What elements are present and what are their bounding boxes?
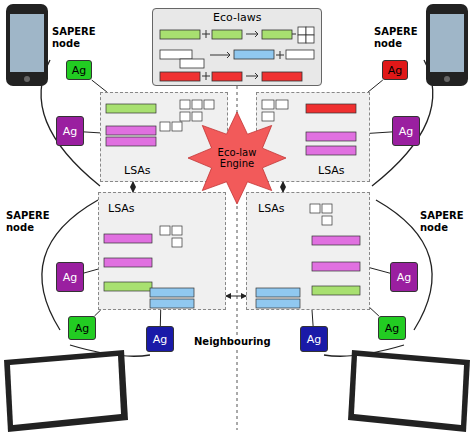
agent-label: Ag (388, 64, 403, 77)
agent-box: Ag (56, 262, 84, 292)
agent-label: Ag (399, 125, 414, 138)
node-title: LSAs (257, 203, 286, 215)
agent-box: Ag (300, 326, 328, 352)
agent-label: Ag (385, 322, 400, 335)
connector (133, 182, 134, 192)
agent-label: Ag (153, 333, 168, 346)
agent-box: Ag (146, 326, 174, 352)
node-title: LSAs (317, 165, 346, 177)
agent-label: Ag (72, 64, 87, 77)
connector (370, 268, 390, 273)
connector (370, 132, 392, 133)
connector (84, 269, 98, 273)
node-group-label: SAPERE node (420, 210, 468, 233)
agent-label: Ag (307, 333, 322, 346)
agent-label: Ag (63, 125, 78, 138)
connector (368, 80, 383, 92)
lsa-space-panel: LSAs (98, 192, 226, 310)
node-group-label: SAPERE node (52, 26, 100, 49)
connector (283, 182, 284, 192)
node-group-label: SAPERE node (374, 26, 422, 49)
agent-box: Ag (390, 262, 418, 292)
agent-box: Ag (56, 116, 84, 146)
node-title: Eco-laws (213, 12, 261, 24)
node-title: LSAs (123, 165, 152, 177)
agent-label: Ag (63, 271, 78, 284)
connector (84, 132, 100, 133)
eco-laws-box: Eco-laws (152, 8, 322, 86)
node-title: LSAs (107, 203, 136, 215)
connector (370, 308, 379, 316)
agent-box: Ag (66, 60, 92, 80)
agent-box: Ag (382, 60, 408, 80)
connector (312, 310, 313, 326)
connector (226, 296, 246, 297)
agent-label: Ag (75, 322, 90, 335)
node-group-label: SAPERE node (6, 210, 54, 233)
agent-box: Ag (68, 316, 96, 340)
engine-label: Eco-law Engine (211, 147, 263, 169)
caption-label: Neighbouring (192, 336, 273, 348)
agent-label: Ag (397, 271, 412, 284)
eco-law-engine-star: Eco-law Engine (188, 112, 286, 204)
agent-box: Ag (378, 316, 406, 340)
lsa-space-panel: LSAs (256, 92, 370, 182)
lsa-space-panel: LSAs (246, 192, 370, 310)
agent-box: Ag (392, 116, 420, 146)
connector (95, 310, 101, 316)
connector (92, 80, 107, 92)
connector (160, 310, 161, 326)
